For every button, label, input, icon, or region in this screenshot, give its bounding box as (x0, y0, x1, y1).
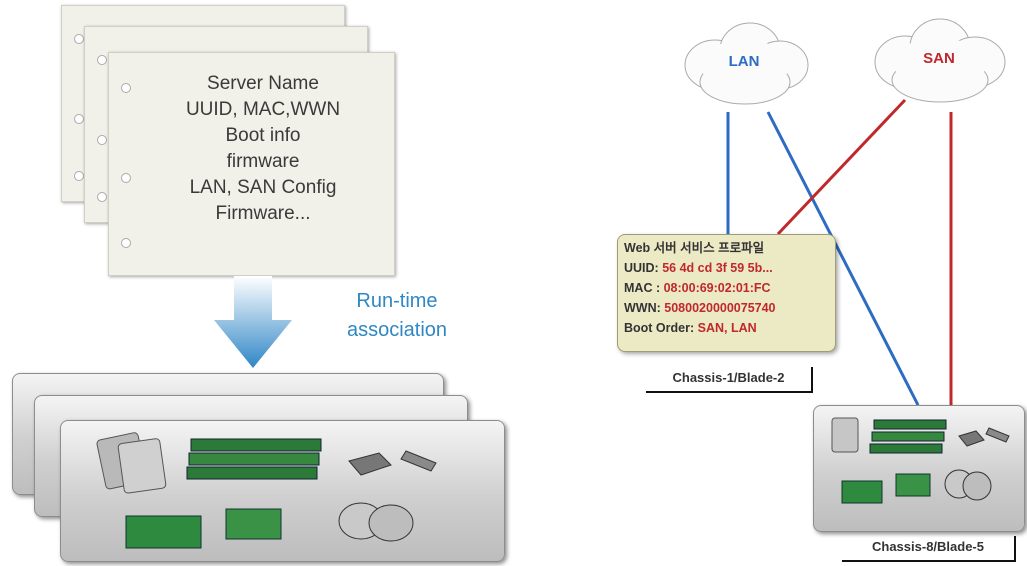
wwn-row: WWN: 5080020000075740 (624, 301, 776, 315)
mac-row: MAC : 08:00:69:02:01:FC (624, 281, 771, 295)
hard-disk-icon (962, 471, 992, 501)
nic-card-icon (841, 480, 883, 504)
boot-order-value: SAN, LAN (697, 321, 757, 335)
profile-line: Server Name (207, 73, 319, 94)
service-profile-card: Web 서버 서비스 프로파일 UUID: 56 4d cd 3f 59 5b.… (617, 234, 836, 352)
target-hardware (831, 417, 1010, 504)
boot-order-row: Boot Order: SAN, LAN (624, 321, 757, 335)
chassis-label-2: Chassis-8/Blade-5 (842, 536, 1016, 562)
ram-icon (869, 443, 943, 454)
profile-line: Boot info (225, 125, 301, 146)
service-profile-title: Web 서버 서비스 프로파일 (624, 241, 765, 255)
san-cloud-icon (874, 18, 1006, 103)
uuid-value: 56 4d cd 3f 59 5b... (662, 261, 773, 275)
san-link-1 (776, 98, 907, 236)
runtime-association-label: Run-time association (346, 290, 448, 341)
profile-line: UUID, MAC,WWN (185, 99, 341, 120)
hba-card-icon (895, 473, 931, 497)
network-diagram (684, 18, 1006, 406)
ssd-icon (400, 450, 437, 472)
lan-cloud-icon (684, 22, 809, 105)
nic-card-icon (125, 515, 202, 549)
uuid-row: UUID: 56 4d cd 3f 59 5b... (624, 261, 773, 275)
ram-icon (188, 452, 320, 466)
target-blade (813, 405, 1025, 532)
cpu-icon (831, 417, 859, 453)
drive-icon (348, 452, 392, 476)
ssd-icon (985, 427, 1010, 443)
cpu-icon (117, 438, 167, 494)
ram-icon (190, 438, 322, 452)
hard-disk-icon (368, 504, 414, 542)
ram-icon (186, 466, 318, 480)
wwn-value: 5080020000075740 (664, 301, 776, 315)
hardware-components (96, 432, 437, 549)
down-arrow-icon (214, 276, 292, 368)
ram-icon (873, 419, 947, 430)
lan-label: LAN (728, 53, 760, 70)
san-label: SAN (923, 50, 955, 67)
profile-line: firmware (226, 151, 300, 172)
mac-value: 08:00:69:02:01:FC (663, 281, 771, 295)
drive-icon (958, 430, 985, 447)
profile-text: Server Name UUID, MAC,WWN Boot info firm… (148, 71, 378, 227)
chassis-label-1: Chassis-1/Blade-2 (646, 367, 813, 393)
ram-icon (871, 431, 945, 442)
blade-front (60, 420, 505, 562)
profile-line: Firmware... (215, 203, 311, 224)
profile-line: LAN, SAN Config (189, 177, 337, 198)
profile-sheet-front (108, 52, 395, 276)
hba-card-icon (225, 508, 282, 540)
lan-link-2 (766, 111, 920, 406)
